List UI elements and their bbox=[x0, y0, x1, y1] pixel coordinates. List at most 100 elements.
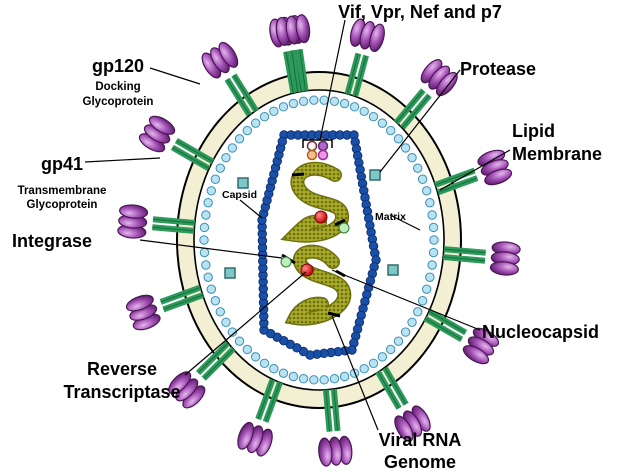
matrix-bead bbox=[215, 163, 225, 173]
protease-square bbox=[224, 267, 236, 279]
leader-lines bbox=[84, 19, 511, 431]
matrix-bead bbox=[349, 102, 360, 112]
label-gp41: gp41 bbox=[41, 154, 83, 174]
matrix-bead bbox=[407, 153, 417, 163]
matrix-bead bbox=[427, 210, 437, 220]
matrix-bead bbox=[259, 358, 270, 368]
matrix-bead bbox=[242, 344, 252, 355]
p7-protein bbox=[317, 149, 329, 161]
matrix-bead bbox=[413, 307, 423, 317]
label-viral-rna: Viral RNA bbox=[379, 430, 462, 450]
envelope-spike bbox=[375, 366, 431, 442]
label-gp120: gp120 bbox=[92, 56, 144, 76]
matrix-bead bbox=[203, 198, 213, 208]
matrix-bead bbox=[377, 118, 388, 128]
vpr-protein bbox=[317, 140, 329, 152]
label-genome: Genome bbox=[384, 452, 456, 472]
label-vif-vpr-nef-p7: Vif, Vpr, Nef and p7 bbox=[338, 2, 502, 22]
matrix-bead bbox=[242, 125, 252, 136]
matrix-bead bbox=[319, 375, 329, 385]
matrix-bead bbox=[201, 260, 211, 270]
matrix-bead bbox=[429, 235, 439, 245]
matrix-bead bbox=[421, 284, 432, 294]
envelope-spike bbox=[275, 14, 311, 93]
protease-square bbox=[237, 177, 249, 189]
label-transcriptase: Transcriptase bbox=[63, 382, 180, 402]
envelope-spikes bbox=[117, 14, 521, 467]
matrix-bead bbox=[428, 247, 439, 258]
matrix-bead bbox=[417, 174, 428, 184]
label-gp120-glycoprotein: Glycoprotein bbox=[83, 96, 154, 108]
matrix-bead bbox=[288, 98, 299, 109]
matrix-bead bbox=[221, 153, 231, 163]
protease-square bbox=[387, 264, 399, 276]
matrix-bead bbox=[199, 247, 210, 258]
matrix-bead bbox=[259, 112, 270, 122]
matrix-bead bbox=[329, 374, 340, 384]
matrix-bead bbox=[269, 364, 279, 374]
label-gp41-glycoprotein: Glycoprotein bbox=[27, 199, 98, 211]
matrix-bead bbox=[227, 143, 238, 153]
integrase-molecules bbox=[280, 222, 350, 268]
envelope-spike bbox=[138, 115, 215, 172]
matrix-bead bbox=[400, 143, 411, 153]
matrix-bead bbox=[234, 336, 245, 346]
matrix-bead bbox=[428, 222, 439, 233]
protease-square bbox=[369, 169, 381, 181]
matrix-bead bbox=[206, 186, 217, 196]
envelope-spike bbox=[117, 204, 196, 239]
matrix-bead bbox=[339, 371, 350, 382]
matrix-bead bbox=[368, 358, 379, 368]
matrix-bead bbox=[377, 352, 388, 362]
matrix-bead bbox=[278, 102, 289, 112]
matrix-bead bbox=[215, 307, 225, 317]
reverse-transcriptase-dot bbox=[314, 210, 328, 224]
envelope-spike bbox=[423, 308, 500, 365]
matrix-bead bbox=[309, 375, 319, 385]
matrix-bead bbox=[359, 106, 369, 116]
matrix-bead bbox=[278, 368, 289, 378]
label-protease: Protease bbox=[460, 59, 536, 79]
matrix-bead bbox=[425, 198, 435, 208]
viral-rna-genome bbox=[280, 161, 352, 326]
envelope-spike bbox=[434, 149, 513, 196]
label-lipid: Lipid bbox=[512, 121, 555, 141]
envelope-spike bbox=[237, 378, 283, 457]
matrix-bead bbox=[393, 336, 404, 346]
matrix-bead bbox=[206, 284, 217, 294]
matrix-bead bbox=[368, 112, 379, 122]
label-nucleocapsid: Nucleocapsid bbox=[482, 322, 599, 342]
capsid-bead bbox=[277, 136, 288, 147]
matrix-bead bbox=[386, 125, 396, 136]
matrix-bead bbox=[201, 210, 211, 220]
matrix-bead bbox=[413, 163, 423, 173]
matrix-bead bbox=[199, 235, 209, 245]
envelope-spike bbox=[318, 388, 353, 467]
label-integrase: Integrase bbox=[12, 231, 92, 251]
matrix-bead bbox=[400, 327, 411, 337]
matrix-bead bbox=[417, 296, 428, 306]
integrase-dot bbox=[280, 256, 292, 268]
envelope-spike bbox=[393, 59, 458, 130]
matrix-bead bbox=[339, 98, 350, 109]
matrix-bead bbox=[250, 118, 261, 128]
envelope-spike bbox=[442, 241, 521, 276]
integrase-dot bbox=[338, 222, 350, 234]
matrix-bead bbox=[227, 327, 238, 337]
matrix-layer bbox=[199, 95, 439, 385]
matrix-bead bbox=[386, 344, 396, 355]
envelope-spike bbox=[201, 41, 259, 117]
matrix-bead bbox=[288, 371, 299, 382]
matrix-bead bbox=[234, 134, 245, 144]
envelope-spike bbox=[125, 284, 204, 331]
label-matrix: Matrix bbox=[375, 211, 406, 223]
label-membrane: Membrane bbox=[512, 144, 602, 164]
label-reverse: Reverse bbox=[87, 359, 157, 379]
protease-molecules bbox=[224, 169, 399, 279]
matrix-bead bbox=[298, 96, 309, 106]
matrix-bead bbox=[407, 317, 417, 327]
envelope-spike bbox=[168, 341, 236, 409]
matrix-bead bbox=[203, 272, 213, 282]
matrix-bead bbox=[421, 186, 432, 196]
